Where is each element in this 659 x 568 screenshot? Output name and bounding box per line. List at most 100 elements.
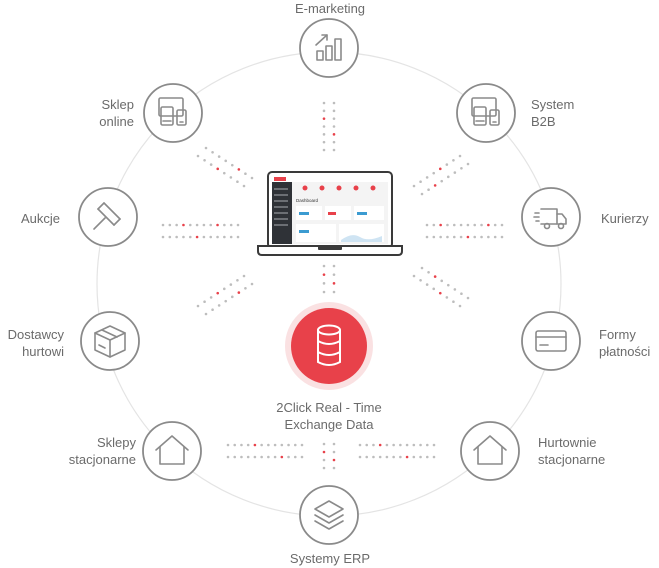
database-icon [317,324,341,366]
connector-dot [372,443,375,447]
connector-dot [287,443,290,447]
connector-dot [419,443,422,447]
connector-dot [273,443,277,447]
connector-dot [453,288,457,291]
connector-dot [466,235,470,239]
label-dostawcy-hurtowi: Dostawcy hurtowi [7,327,64,359]
connector-dot [432,223,436,227]
connector-dot [425,443,429,447]
node-sklepy-stacjonarne [142,421,202,481]
connector-dot [168,235,172,239]
connector-dot [322,148,326,152]
connector-dot [237,291,241,294]
connector-dot [229,283,233,286]
connector-dot [322,101,326,105]
connector-dot [322,133,326,136]
connector-dot [236,278,239,282]
connector-dot [240,455,243,459]
connector-dot [236,180,239,184]
connector-dot [453,171,457,174]
connector-dot [224,299,228,303]
connector-dot [230,295,234,299]
label-formy-platnosci: Formy płatności [599,327,651,359]
connector-dot [466,296,470,300]
connector-dot [242,274,246,278]
connector-dot [460,166,463,170]
connector-dot [399,455,402,459]
laptop-screen-title: Dashboard [296,198,319,203]
credit-card-icon [535,330,567,352]
connector-dot [500,223,504,227]
connector-dot [216,223,219,227]
connector-dot [425,455,429,459]
connector-dot [452,223,456,227]
connector-dot [182,235,185,239]
connector-dot [293,455,297,459]
connector-dot [222,171,226,175]
connector-dot [196,154,200,158]
connector-dot [392,455,395,459]
connector-dot [433,275,437,278]
node-hurtownie-stacjonarne [460,421,520,481]
connector-dot [280,443,284,447]
connector-dot [332,148,336,152]
connector-dot [487,223,490,227]
connector-dot [250,282,254,286]
connector-dot [188,235,192,239]
connector-dot [438,291,442,295]
connector-dot [399,443,402,447]
connector-dot [224,159,228,163]
connector-dot [240,443,243,447]
connector-dot [322,466,326,470]
connector-dot [217,155,221,158]
connector-dot [332,273,336,276]
connector-dot [322,450,326,454]
connector-dot [204,146,208,150]
connector-dot [433,184,437,187]
node-kurierzy [521,187,581,247]
label-system-b2b: System B2B [531,97,575,129]
connector-dot [242,184,246,188]
connector-dot [204,312,208,316]
connector-dot [365,455,369,459]
package-box-icon [94,325,126,358]
connector-dot [405,443,409,447]
connector-dot [452,158,455,162]
connector-dot [161,235,165,239]
connector-dot [446,235,449,239]
connector-dot [175,223,178,227]
connector-dot [493,223,497,227]
connector-dot [440,279,444,283]
connector-dot [480,235,483,239]
connector-dot [332,140,336,144]
connector-dot [332,109,336,113]
connector-dot [419,180,422,184]
connector-dot [332,101,336,105]
center-label: 2Click Real - Time Exchange Data [276,400,382,432]
connector-dot [322,273,326,276]
connector-dot [445,296,449,299]
connector-dot [322,442,326,446]
devices-icon [471,97,500,126]
connector-dot [480,223,483,227]
connector-dot [419,278,422,282]
connector-dot [392,443,395,447]
connector-dot [420,192,424,196]
connector-dot [236,235,240,239]
connector-dot [260,443,263,447]
connector-dot [260,455,263,459]
connector-dot [458,304,462,308]
connector-dot [223,235,226,239]
connector-dot [446,283,450,287]
connector-dot [432,287,436,291]
connector-dot [182,223,185,227]
connector-dot [293,443,297,447]
connector-dot [432,443,436,447]
connector-dot [322,290,326,294]
connector-dot [439,223,442,227]
connector-dot [432,455,436,459]
connector-dot [223,223,226,227]
connector-dot [237,168,241,171]
connector-dot [412,184,416,188]
